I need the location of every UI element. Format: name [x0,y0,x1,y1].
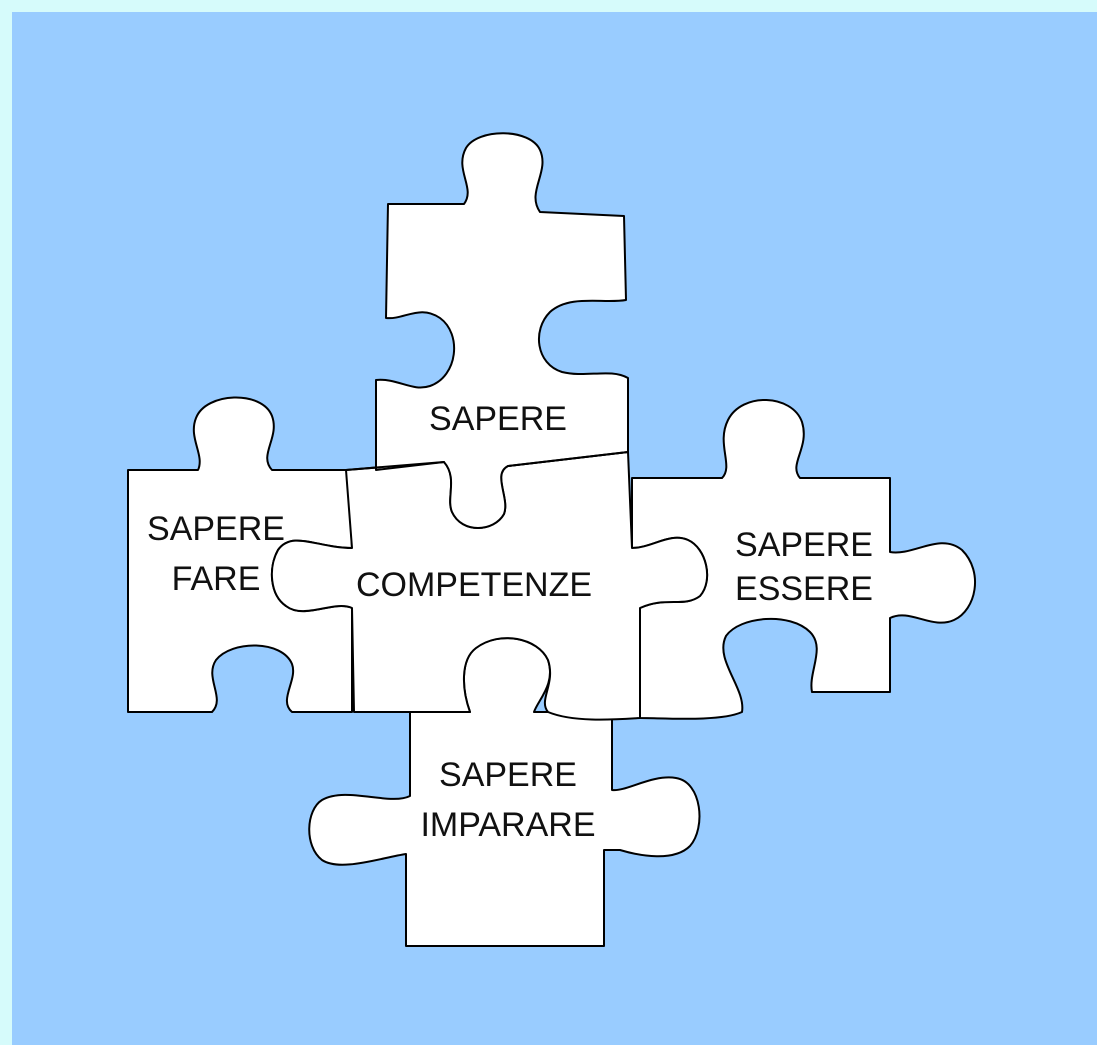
label-competenze: COMPETENZE [356,566,592,604]
label-sapere-imparare-line2: IMPARARE [420,806,595,844]
label-sapere-essere-line1: SAPERE [735,526,873,564]
label-sapere-fare-line1: SAPERE [147,510,285,548]
label-sapere-essere-line2: ESSERE [735,570,873,608]
label-sapere-imparare-line1: SAPERE [439,756,577,794]
label-sapere: SAPERE [429,400,567,438]
label-sapere-fare-line2: FARE [172,560,261,598]
